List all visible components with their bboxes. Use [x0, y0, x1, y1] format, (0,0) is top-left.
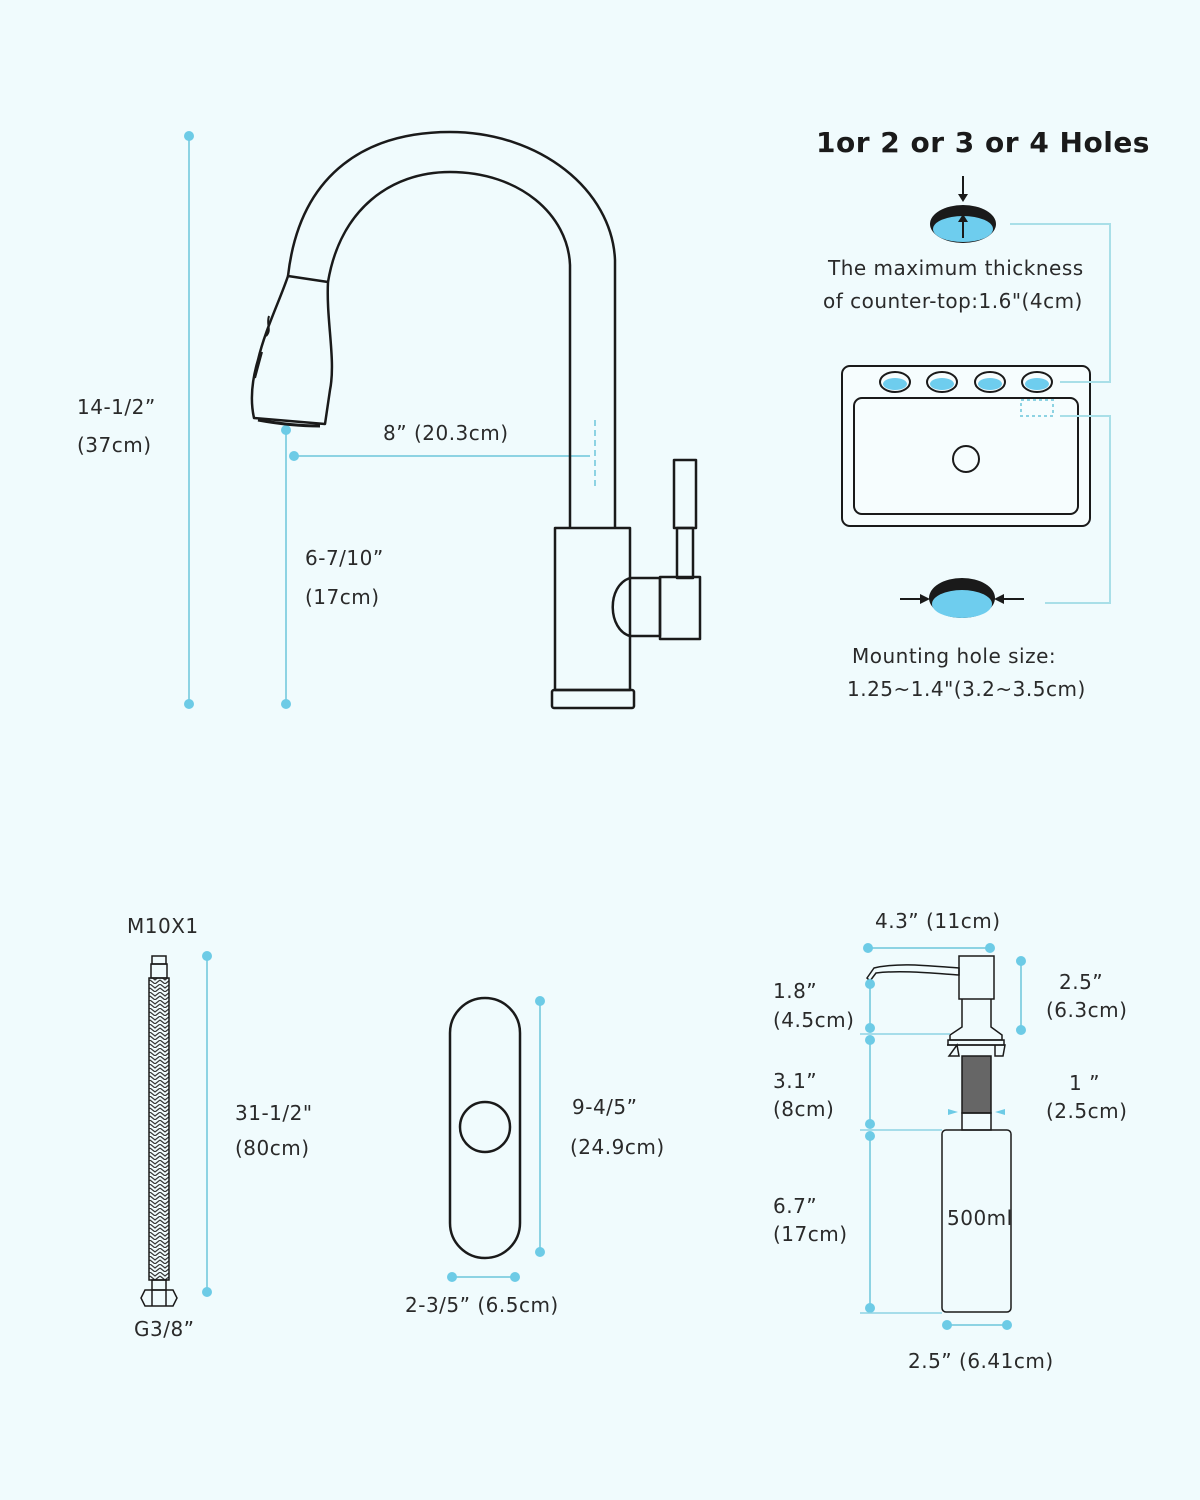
- countertop-thickness-line1: The maximum thickness: [828, 256, 1084, 280]
- deck-plate-height-cm-label: (24.9cm): [570, 1135, 665, 1159]
- hose-length-inch-label: 31-1/2": [235, 1101, 313, 1125]
- faucet-reach-label: 8” (20.3cm): [383, 421, 509, 445]
- hose-length-cm-label: (80cm): [235, 1136, 310, 1160]
- faucet-height-dimension: [184, 131, 194, 709]
- faucet-clearance-cm-label: (17cm): [305, 585, 380, 609]
- countertop-thickness-icon: [930, 176, 996, 243]
- deck-plate-height-inch-label: 9-4/5”: [572, 1095, 638, 1119]
- sink-hole-4: [1021, 371, 1053, 393]
- faucet-clearance-dimension: [281, 425, 291, 709]
- soap-head-height-inch-label: 2.5”: [1059, 970, 1104, 994]
- soap-pump-length-label: 4.3” (11cm): [875, 909, 1001, 933]
- soap-bottle-height-inch-label: 6.7”: [773, 1194, 818, 1218]
- soap-spout-height-cm-label: (4.5cm): [773, 1008, 855, 1032]
- soap-bottle-height-cm-label: (17cm): [773, 1222, 848, 1246]
- hose-drawing: [140, 955, 178, 1307]
- soap-spout-height-inch-label: 1.8”: [773, 979, 818, 1003]
- deck-plate-width-dimension: [447, 1272, 520, 1282]
- hose-top-thread-label: M10X1: [127, 914, 199, 938]
- soap-head-height-cm-label: (6.3cm): [1046, 998, 1128, 1022]
- faucet-clearance-inch-label: 6-7/10”: [305, 546, 384, 570]
- mounting-hole-size-icon: [900, 578, 1024, 618]
- soap-shank-diameter-cm-label: (2.5cm): [1046, 1099, 1128, 1123]
- sink-hole-1: [879, 371, 911, 393]
- deck-plate-drawing: [448, 996, 522, 1260]
- countertop-thickness-line2: of counter-top:1.6"(4cm): [823, 289, 1083, 313]
- sink-drawing: [841, 365, 1091, 527]
- faucet-reach-dimension: [289, 420, 596, 490]
- hose-bottom-thread-label: G3/8”: [134, 1317, 195, 1341]
- deck-plate-height-dimension: [535, 996, 545, 1257]
- soap-shank-length-cm-label: (8cm): [773, 1097, 835, 1121]
- mounting-hole-size-line1: Mounting hole size:: [852, 644, 1057, 668]
- deck-plate-width-label: 2-3/5” (6.5cm): [405, 1293, 559, 1317]
- faucet-drawing: [250, 130, 702, 710]
- soap-shank-length-inch-label: 3.1”: [773, 1069, 818, 1093]
- soap-dispenser-dimensions: [860, 943, 1026, 1330]
- faucet-height-inch-label: 14-1/2”: [77, 395, 156, 419]
- sink-leader-lines: [1010, 223, 1111, 604]
- sink-hole-2: [926, 371, 958, 393]
- hole-options-title: 1or 2 or 3 or 4 Holes: [816, 126, 1150, 159]
- sink-hole-3: [974, 371, 1006, 393]
- mounting-hole-size-line2: 1.25~1.4"(3.2~3.5cm): [847, 677, 1086, 701]
- soap-bottle-width-label: 2.5” (6.41cm): [908, 1349, 1054, 1373]
- soap-dispenser-drawing: [866, 955, 1012, 1313]
- hose-length-dimension: [202, 951, 212, 1297]
- faucet-height-cm-label: (37cm): [77, 433, 152, 457]
- soap-shank-diameter-inch-label: 1 ”: [1069, 1071, 1100, 1095]
- soap-bottle-capacity-label: 500ml: [947, 1206, 1013, 1230]
